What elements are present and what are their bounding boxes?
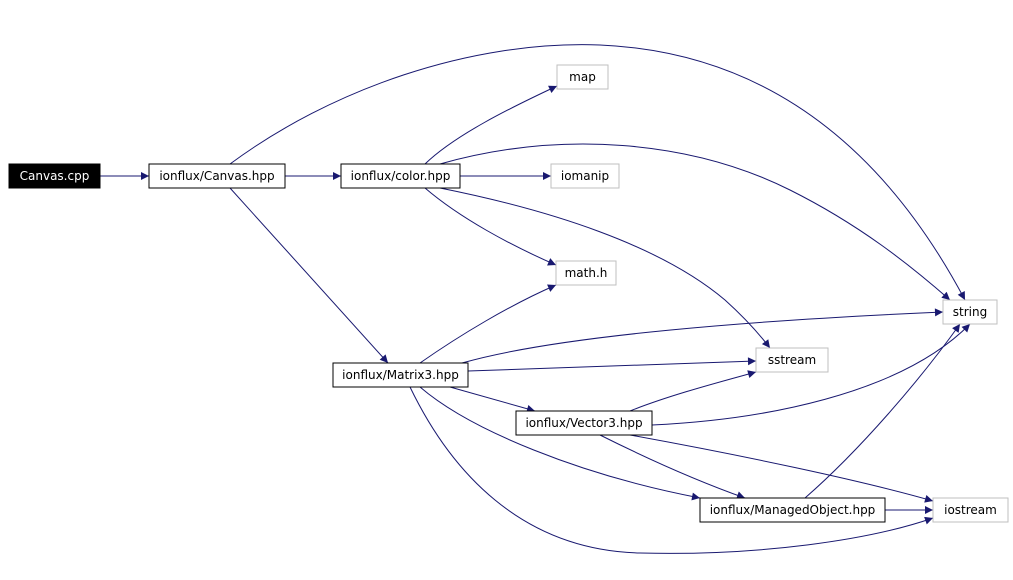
edge-vector3_hpp-to-sstream <box>629 370 757 412</box>
edge-matrix3_hpp-to-math_h <box>419 284 557 364</box>
edge-canvas_hpp-to-string <box>229 44 966 301</box>
node-label: ionflux/Vector3.hpp <box>525 416 642 430</box>
edge-matrix3_hpp-to-vector3_hpp <box>449 386 536 413</box>
node-sstream[interactable]: sstream <box>755 347 829 373</box>
node-canvas-hpp[interactable]: ionflux/Canvas.hpp <box>148 163 286 189</box>
node-box <box>555 260 617 286</box>
node-box <box>699 497 886 523</box>
edge-matrix3_hpp-to-sstream <box>467 357 757 372</box>
edge-vector3_hpp-to-managed_hpp <box>599 434 746 500</box>
node-label: map <box>569 70 596 84</box>
node-box <box>340 163 461 189</box>
edge-vector3_hpp-to-string <box>651 323 971 426</box>
node-label: ionflux/ManagedObject.hpp <box>710 503 876 517</box>
edge-color_hpp-to-map <box>424 85 558 165</box>
node-color-hpp[interactable]: ionflux/color.hpp <box>340 163 461 189</box>
node-box <box>515 410 653 436</box>
node-label: string <box>953 305 987 319</box>
edge-managed_hpp-to-string <box>804 323 961 499</box>
node-label: ionflux/Canvas.hpp <box>159 169 274 183</box>
edge-color_hpp-to-string <box>439 143 951 301</box>
node-box <box>332 362 469 388</box>
node-box <box>755 347 829 373</box>
node-map[interactable]: map <box>556 64 609 90</box>
edge-color_hpp-to-math_h <box>424 187 557 266</box>
node-box <box>556 64 609 90</box>
node-managed-hpp[interactable]: ionflux/ManagedObject.hpp <box>699 497 886 523</box>
node-matrix3-hpp[interactable]: ionflux/Matrix3.hpp <box>332 362 469 388</box>
nodes-layer: Canvas.cpp ionflux/Canvas.hpp ionflux/colo… <box>8 64 1009 523</box>
node-label: ionflux/color.hpp <box>351 169 451 183</box>
edge-color_hpp-to-sstream <box>439 187 771 349</box>
node-vector3-hpp[interactable]: ionflux/Vector3.hpp <box>515 410 653 436</box>
node-box <box>942 299 998 325</box>
node-math-h[interactable]: math.h <box>555 260 617 286</box>
node-string[interactable]: string <box>942 299 998 325</box>
node-iostream[interactable]: iostream <box>932 497 1009 523</box>
node-label: iostream <box>944 503 997 517</box>
node-label: ionflux/Matrix3.hpp <box>342 368 459 382</box>
node-canvas-cpp[interactable]: Canvas.cpp <box>8 163 101 189</box>
node-box <box>8 163 101 189</box>
node-box <box>550 163 620 189</box>
edge-matrix3_hpp-to-iostream <box>409 386 934 554</box>
edge-vector3_hpp-to-iostream <box>629 434 934 503</box>
node-box <box>148 163 286 189</box>
edge-matrix3_hpp-to-string <box>461 308 944 364</box>
node-iomanip[interactable]: iomanip <box>550 163 620 189</box>
node-label: sstream <box>768 353 816 367</box>
edge-canvas_hpp-to-matrix3_hpp <box>229 187 389 364</box>
node-box <box>932 497 1009 523</box>
node-label: Canvas.cpp <box>20 169 90 183</box>
edges-layer <box>100 44 971 554</box>
node-label: iomanip <box>561 169 609 183</box>
node-label: math.h <box>565 266 608 280</box>
edge-matrix3_hpp-to-managed_hpp <box>419 386 701 501</box>
